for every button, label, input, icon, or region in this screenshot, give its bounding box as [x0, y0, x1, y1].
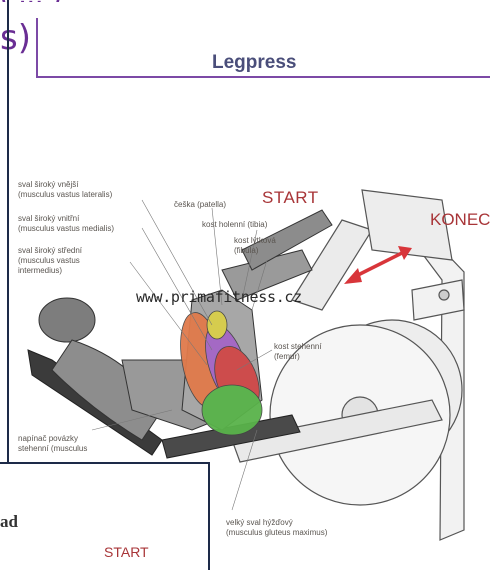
start-label: START: [262, 188, 319, 208]
label-patella: češka (patella): [174, 200, 226, 210]
slide-title-fragment: s): [0, 18, 40, 68]
label-fibula: kost lýtková (fibula): [234, 236, 276, 256]
title-divider-vertical: [36, 18, 38, 78]
illustration-title: Legpress: [212, 52, 296, 74]
popup-start-label: START: [104, 544, 149, 560]
label-femur: kost stehenní (femur): [274, 342, 322, 362]
label-tensor: napínač povázky stehenní (musculus: [18, 434, 87, 454]
label-vastus-intermedius: sval široký střední (musculus vastus int…: [18, 246, 82, 276]
label-tibia: kost holenní (tibia): [202, 220, 267, 230]
title-divider: [36, 76, 490, 78]
overlapping-window[interactable]: ad START: [0, 462, 210, 570]
watermark: www.primafitness.cz: [136, 288, 302, 306]
slide-top-cut-text: ( ... ): [0, 0, 490, 2]
label-vastus-medialis: sval široký vnitřní (musculus vastus med…: [18, 214, 114, 234]
label-gluteus: velký sval hýžďový (musculus gluteus max…: [226, 518, 327, 538]
konec-label: KONEC: [430, 210, 490, 230]
popup-heading-fragment: ad: [0, 512, 18, 532]
label-vastus-lateralis: sval široký vnější (musculus vastus late…: [18, 180, 112, 200]
